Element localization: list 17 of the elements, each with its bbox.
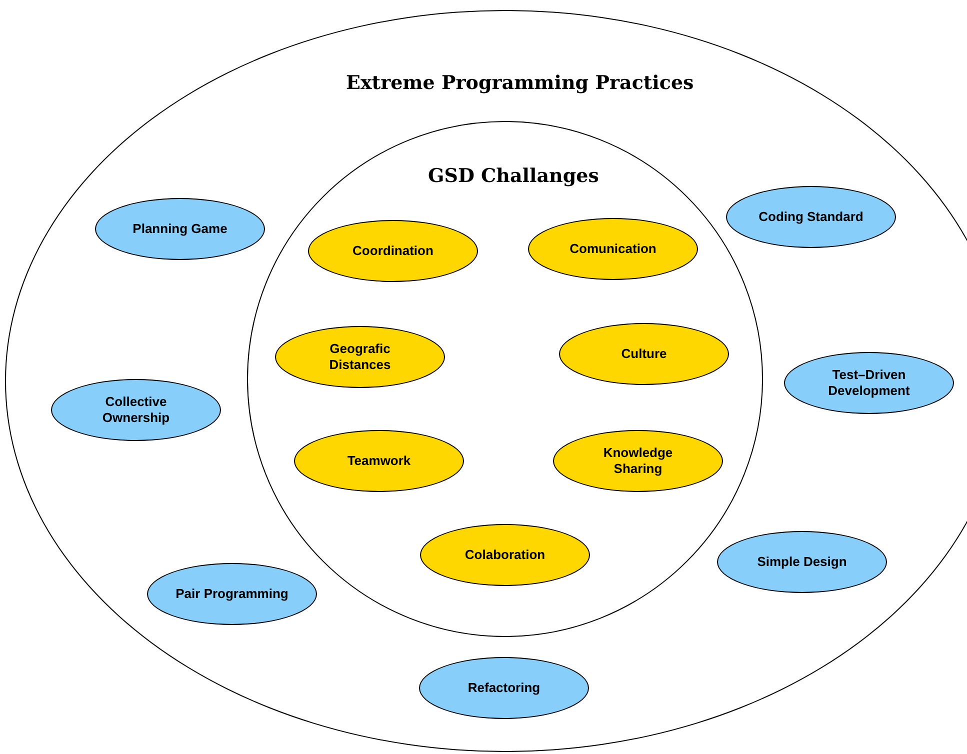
practice-ellipse: Refactoring	[419, 657, 589, 719]
challenge-ellipse: Colaboration	[420, 524, 590, 586]
practice-ellipse: Collective Ownership	[51, 379, 221, 441]
outer-ellipse	[5, 10, 967, 752]
challenge-ellipse: Knowledge Sharing	[553, 430, 723, 492]
challenge-ellipse: Comunication	[528, 218, 698, 280]
practice-ellipse: Test–Driven Development	[784, 352, 954, 414]
practice-ellipse: Pair Programming	[147, 563, 317, 625]
challenge-ellipse: Coordination	[308, 220, 478, 282]
group-title: Extreme Programming Practices	[346, 71, 694, 96]
practice-ellipse: Planning Game	[95, 198, 265, 260]
challenge-ellipse: Culture	[559, 323, 729, 385]
group-title: GSD Challanges	[428, 164, 599, 189]
challenge-ellipse: Teamwork	[294, 430, 464, 492]
practice-ellipse: Coding Standard	[726, 186, 896, 248]
practice-ellipse: Simple Design	[717, 531, 887, 593]
challenge-ellipse: Geografic Distances	[275, 326, 445, 388]
